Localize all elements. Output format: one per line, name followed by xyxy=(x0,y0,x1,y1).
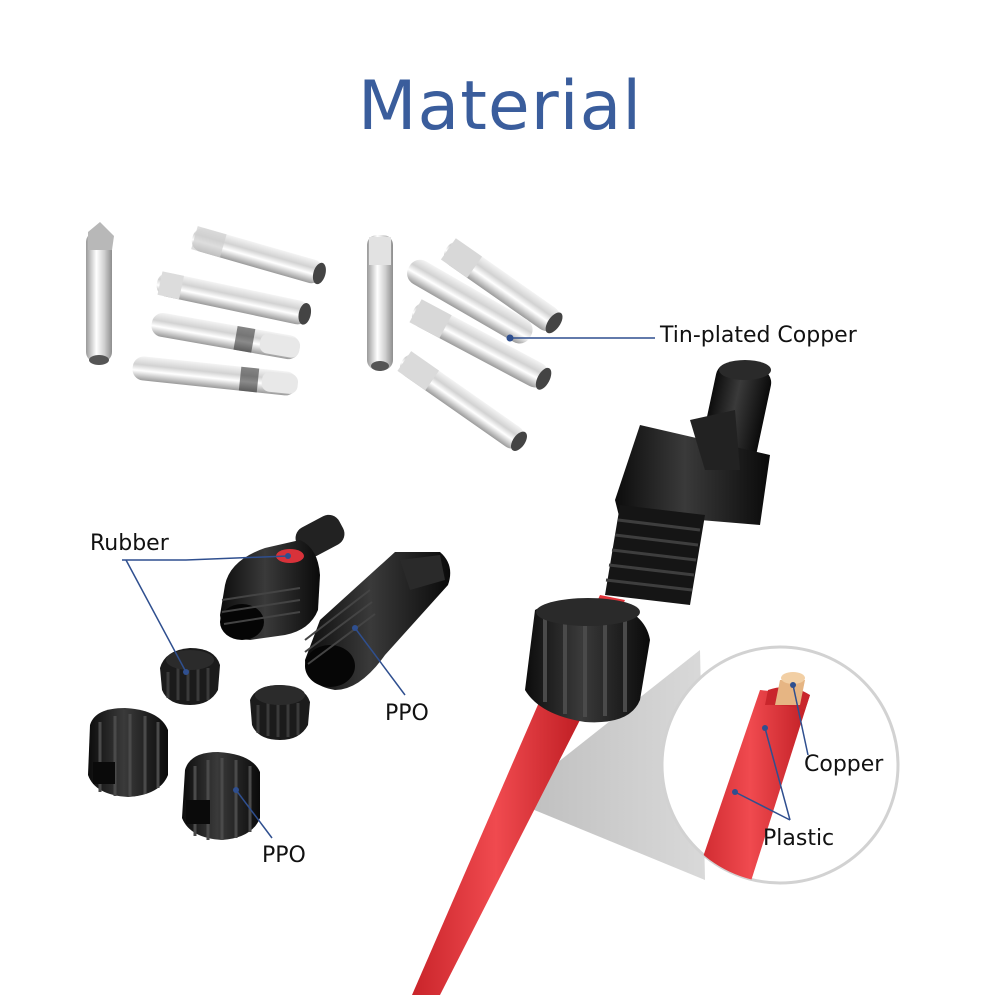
label-plastic: Plastic xyxy=(763,826,835,851)
assembled-connector xyxy=(412,360,772,995)
pointer-ppo-nut xyxy=(233,787,273,839)
metal-pin xyxy=(407,259,533,344)
metal-pin xyxy=(440,238,563,334)
female-connector xyxy=(304,552,451,690)
male-connector xyxy=(220,514,345,640)
pointer-plastic xyxy=(732,725,791,821)
metal-pin xyxy=(132,356,299,396)
zoom-cone xyxy=(510,650,705,880)
zoom-circle xyxy=(660,645,900,885)
metal-pins-right xyxy=(367,235,563,451)
metal-pin xyxy=(397,351,527,451)
metal-pin xyxy=(151,312,301,360)
metal-pin xyxy=(191,226,326,285)
metal-pin xyxy=(367,235,393,371)
metal-pin xyxy=(86,222,114,365)
rubber-seal xyxy=(160,648,220,705)
pointer-rubber xyxy=(122,553,291,675)
metal-pin xyxy=(409,299,552,390)
page-title: Material xyxy=(357,67,643,146)
metal-pins xyxy=(86,222,326,396)
connector-kit xyxy=(88,514,451,840)
pointer-tin-plated-copper xyxy=(506,334,655,342)
rubber-seal xyxy=(250,685,310,740)
label-tin-plated-copper: Tin-plated Copper xyxy=(660,323,857,348)
metal-pin xyxy=(156,271,312,325)
label-copper: Copper xyxy=(804,752,884,777)
nut xyxy=(88,708,168,797)
nut xyxy=(182,752,260,840)
pointer-ppo-connector xyxy=(352,625,406,696)
pointer-copper xyxy=(790,682,809,756)
label-ppo-nut: PPO xyxy=(262,843,306,868)
red-wire xyxy=(412,700,580,995)
label-ppo-connector: PPO xyxy=(385,701,429,726)
label-rubber: Rubber xyxy=(90,531,169,556)
